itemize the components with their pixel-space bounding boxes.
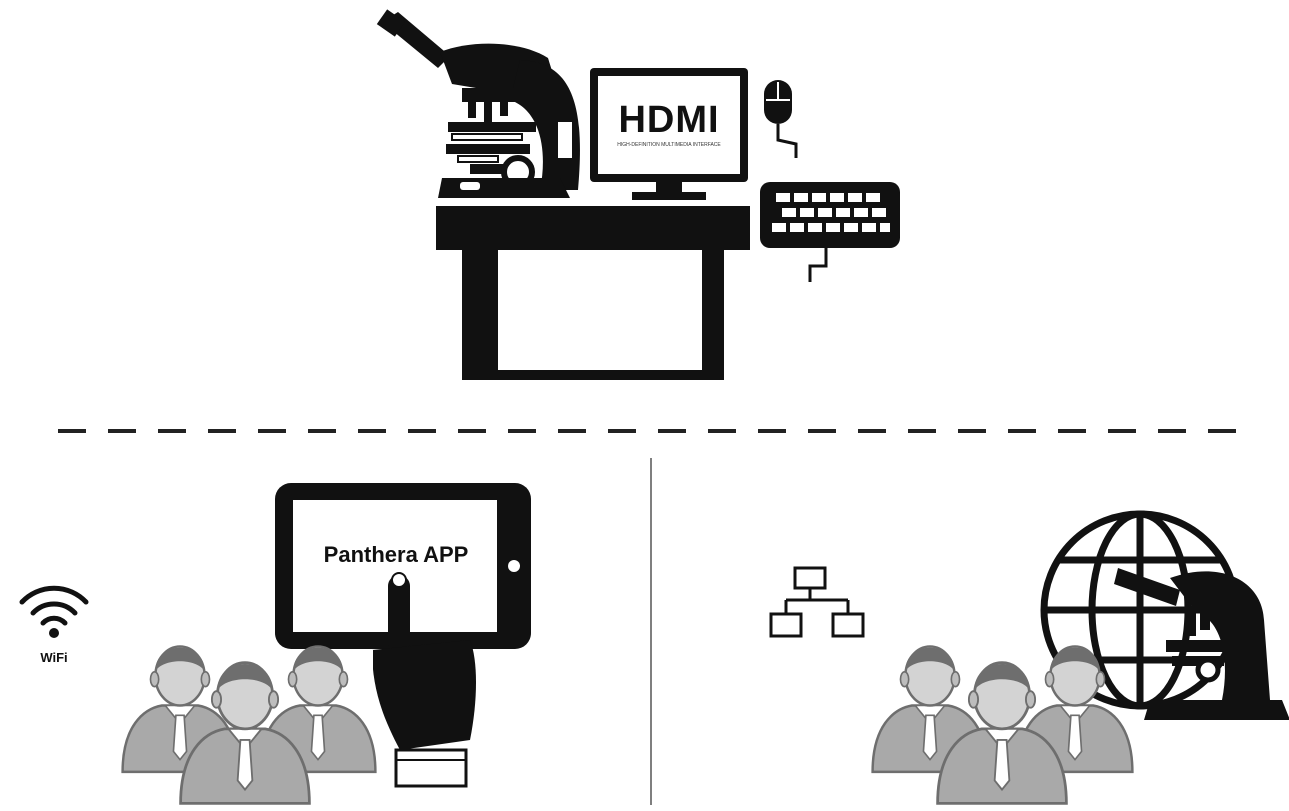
keyboard-icon bbox=[760, 182, 900, 282]
network-icon bbox=[771, 568, 863, 636]
hdmi-tagline: HIGH-DEFINITION MULTIMEDIA INTERFACE bbox=[617, 142, 721, 148]
people-group-left bbox=[123, 646, 376, 803]
wifi-label: WiFi bbox=[40, 650, 67, 665]
hdmi-logo: HDMI bbox=[618, 99, 719, 141]
people-group-right bbox=[873, 646, 1133, 803]
mouse-icon bbox=[764, 80, 796, 158]
tablet-app-label: Panthera APP bbox=[324, 542, 469, 567]
wifi-icon bbox=[22, 588, 86, 638]
desk-icon bbox=[436, 206, 750, 380]
microscope-icon bbox=[377, 9, 580, 198]
